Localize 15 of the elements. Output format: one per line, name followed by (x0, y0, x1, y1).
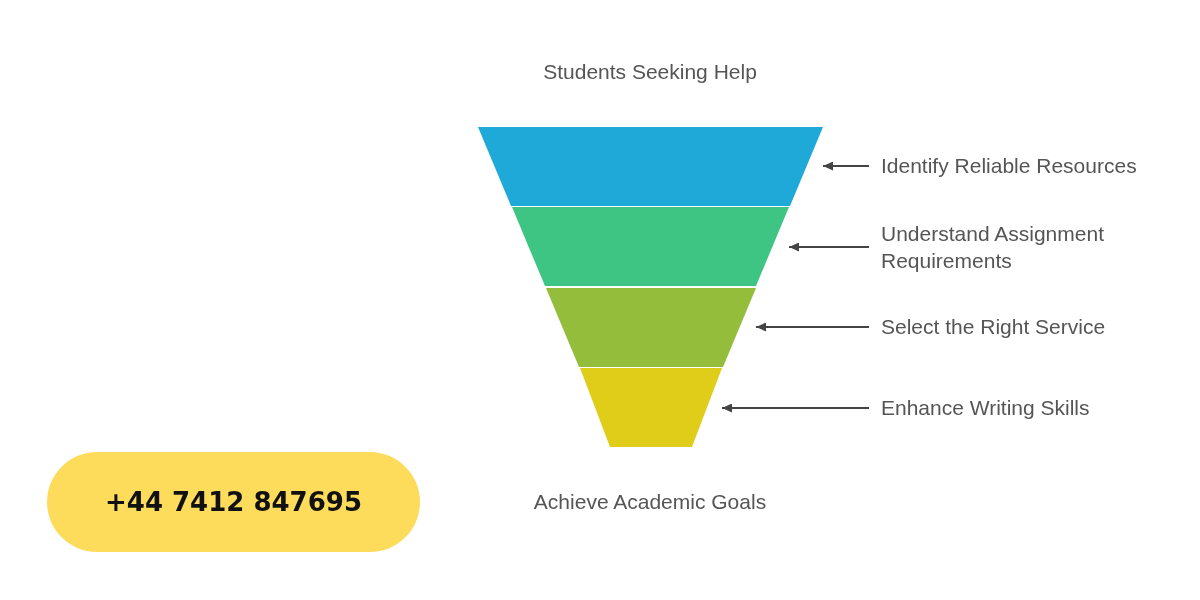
funnel-band (512, 207, 789, 286)
step-label: Enhance Writing Skills (881, 394, 1181, 422)
step-label: Identify Reliable Resources (881, 152, 1181, 180)
funnel-band (580, 368, 722, 447)
step-label: Understand Assignment Requirements (881, 219, 1181, 275)
arrow (822, 161, 870, 171)
funnel-label: Achieve Academic Goals (533, 490, 767, 514)
arrow (755, 322, 870, 332)
funnel-band (478, 127, 823, 206)
arrow (788, 242, 870, 252)
phone-number: +44 7412 847695 (105, 487, 362, 517)
arrow (721, 403, 870, 413)
funnel-band (546, 288, 756, 367)
funnel-label: Students Seeking Help (543, 60, 757, 84)
step-label: Select the Right Service (881, 313, 1181, 341)
